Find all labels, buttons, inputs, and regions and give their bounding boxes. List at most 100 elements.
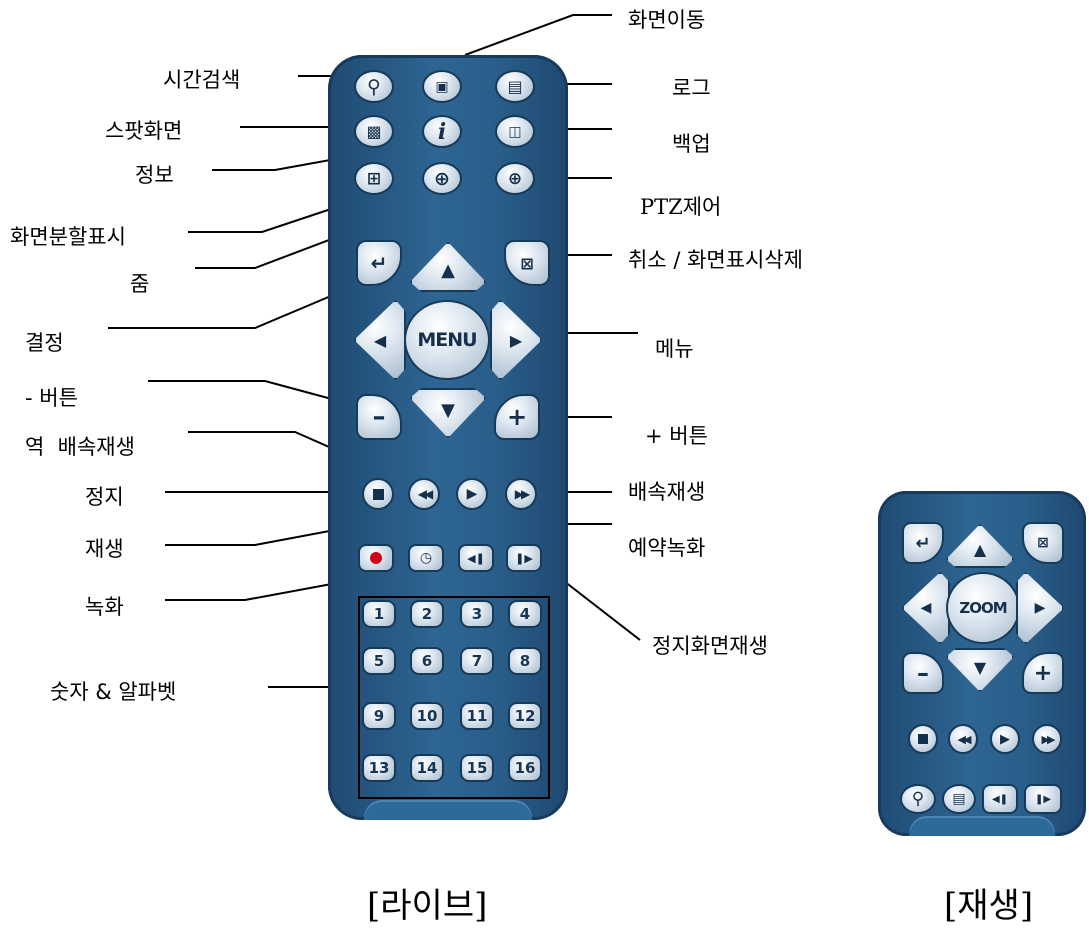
plus-icon: + (506, 403, 528, 431)
info-button[interactable]: i (422, 115, 462, 148)
caption-play: [재생] (944, 886, 1034, 926)
number-label: 8 (519, 652, 531, 670)
number-button-8[interactable]: 8 (508, 647, 542, 675)
grid-icon: ⊞ (366, 168, 382, 189)
play-rewind-button[interactable]: ◀◀ (948, 724, 978, 754)
label-confirm: 결정 (25, 331, 64, 355)
number-label: 2 (421, 605, 433, 623)
number-button-3[interactable]: 3 (460, 600, 494, 628)
number-button-7[interactable]: 7 (460, 647, 494, 675)
number-button-9[interactable]: 9 (362, 702, 396, 730)
line-confirm (108, 281, 365, 329)
clock-icon: ◷ (419, 550, 433, 566)
stop-button[interactable] (362, 478, 394, 510)
number-button-14[interactable]: 14 (410, 754, 444, 782)
label-zoom: 줌 (130, 272, 150, 296)
fast-forward-button[interactable]: ▶▶ (505, 478, 537, 510)
tape-icon: ◫ (508, 123, 522, 140)
ptz-button[interactable]: ⊕ (495, 162, 535, 195)
play-zoom-button[interactable]: ZOOM (946, 572, 1020, 644)
rewind-button[interactable]: ◀◀ (408, 478, 440, 510)
menu-button[interactable]: MENU (404, 300, 490, 380)
stop-icon (918, 734, 928, 744)
log-icon: ▤ (507, 77, 523, 96)
number-button-15[interactable]: 15 (460, 754, 494, 782)
reserve-record-button[interactable]: ◷ (408, 544, 444, 572)
play-fast-forward-button[interactable]: ▶▶ (1032, 724, 1062, 754)
number-button-13[interactable]: 13 (362, 754, 396, 782)
magnifier-clock-icon: ⚲ (911, 789, 925, 809)
label-plus: + 버튼 (645, 424, 708, 448)
minus-icon: – (372, 402, 386, 432)
number-button-2[interactable]: 2 (410, 600, 444, 628)
number-label: 5 (373, 652, 385, 670)
enter-icon: ↵ (915, 532, 931, 554)
spot-screen-button[interactable]: ▩ (354, 115, 394, 148)
label-ptz: PTZ제어 (640, 195, 722, 219)
number-button-12[interactable]: 12 (508, 702, 542, 730)
play-step-back-button[interactable]: ◀❚ (982, 784, 1018, 814)
log-button[interactable]: ▤ (495, 70, 535, 103)
arrow-down-icon: ▼ (973, 657, 987, 677)
number-pad-frame (358, 596, 550, 799)
plus-icon: + (1033, 660, 1053, 686)
play-stop-button[interactable] (908, 724, 938, 754)
cancel-icon: ⊠ (520, 253, 534, 273)
step-back-button[interactable]: ◀❚ (458, 544, 494, 572)
number-button-4[interactable]: 4 (508, 600, 542, 628)
record-button[interactable] (358, 544, 394, 572)
play-log-button[interactable]: ▤ (942, 784, 976, 814)
arrow-right-icon: ▶ (1034, 600, 1046, 616)
number-label: 13 (368, 759, 390, 777)
label-screen-move: 화면이동 (628, 8, 706, 32)
play-time-search-button[interactable]: ⚲ (900, 784, 936, 814)
log-icon: ▤ (952, 791, 966, 807)
play-icon: ▶ (466, 486, 478, 502)
number-button-16[interactable]: 16 (508, 754, 542, 782)
caption-live: [라이브] (367, 886, 488, 926)
screen-move-icon: ▣ (435, 78, 449, 95)
info-icon: i (437, 118, 447, 145)
zoom-button[interactable]: ⊕ (422, 162, 462, 195)
play-play-button[interactable]: ▶ (990, 724, 1020, 754)
label-menu: 메뉴 (655, 337, 694, 361)
label-cancel: 취소 / 화면표시삭제 (628, 248, 803, 272)
magnifier-clock-icon: ⚲ (367, 75, 381, 98)
number-button-10[interactable]: 10 (410, 702, 444, 730)
arrow-up-icon: ▲ (973, 539, 987, 559)
crosshair-icon: ⊕ (507, 168, 523, 189)
number-label: 11 (466, 707, 488, 725)
play-plus-button[interactable]: + (1022, 652, 1064, 694)
line-still (559, 577, 641, 641)
number-button-6[interactable]: 6 (410, 647, 444, 675)
step-forward-icon: ❚▶ (515, 551, 533, 565)
screen-split-button[interactable]: ⊞ (354, 162, 394, 195)
step-back-icon: ◀❚ (467, 551, 485, 565)
minus-button[interactable]: – (356, 394, 402, 440)
number-label: 7 (471, 652, 483, 670)
number-button-11[interactable]: 11 (460, 702, 494, 730)
label-log: 로그 (672, 76, 711, 100)
label-fast-play: 배속재생 (628, 480, 706, 504)
fast-forward-icon: ▶▶ (1041, 732, 1056, 746)
remote-foot (909, 816, 1055, 836)
number-label: 9 (373, 707, 385, 725)
step-forward-button[interactable]: ❚▶ (506, 544, 542, 572)
play-button[interactable]: ▶ (456, 478, 488, 510)
screen-move-button[interactable]: ▣ (422, 70, 462, 103)
play-step-forward-button[interactable]: ❚▶ (1024, 784, 1062, 814)
stop-icon (372, 488, 384, 500)
number-button-1[interactable]: 1 (362, 600, 396, 628)
label-stop: 정지 (85, 485, 124, 509)
label-spot-screen: 스팟화면 (105, 119, 183, 143)
enter-icon: ↵ (370, 251, 388, 275)
arrow-up-icon: ▲ (441, 259, 455, 281)
play-icon: ▶ (1000, 731, 1010, 747)
cancel-icon: ⊠ (1037, 535, 1049, 551)
number-label: 6 (421, 652, 433, 670)
number-label: 1 (373, 605, 385, 623)
number-button-5[interactable]: 5 (362, 647, 396, 675)
backup-button[interactable]: ◫ (495, 115, 535, 148)
arrow-right-icon: ▶ (509, 330, 523, 350)
time-search-button[interactable]: ⚲ (354, 70, 394, 103)
